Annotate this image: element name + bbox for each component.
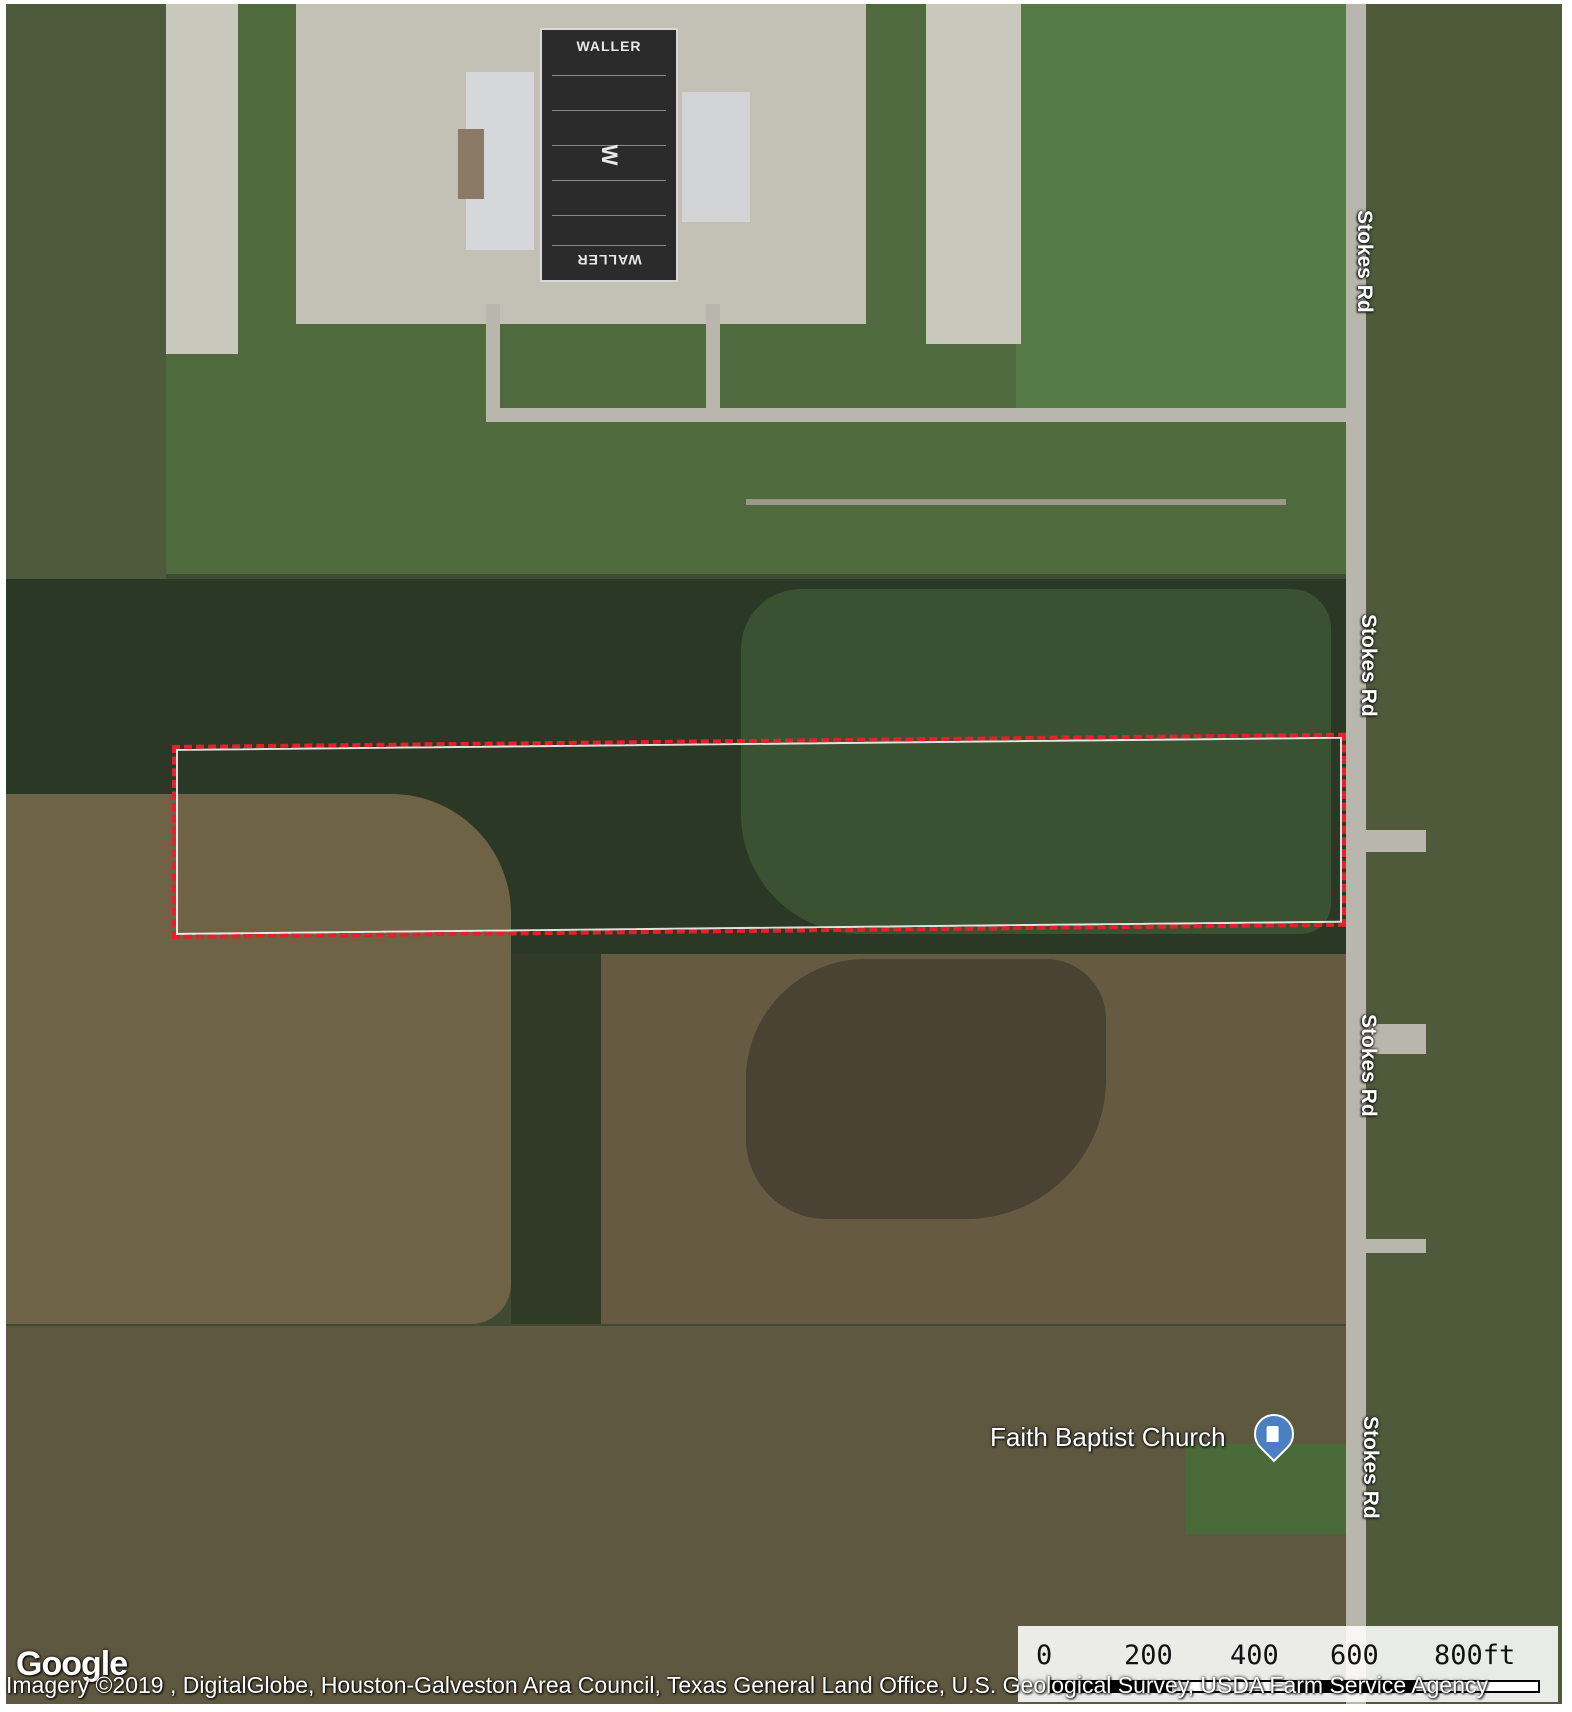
stadium-walk-west <box>486 304 500 422</box>
detention-channel <box>746 499 1286 505</box>
yard-line <box>552 145 666 146</box>
press-box <box>458 129 484 199</box>
midfield-logo: W <box>597 144 622 166</box>
scale-segment <box>1294 1682 1416 1691</box>
scale-bar: 0 200 400 600 800ft <box>1018 1626 1558 1702</box>
poi-label[interactable]: Faith Baptist Church <box>990 1422 1226 1452</box>
parking-lot-east <box>926 4 1021 344</box>
satellite-map[interactable]: WALLER W WALLER Stokes Rd Stokes Rd Stok… <box>6 4 1562 1704</box>
road-label-stokes-rd: Stokes Rd <box>1359 1416 1382 1519</box>
scale-tick-label: 800ft <box>1434 1640 1516 1671</box>
stands-east <box>682 92 750 222</box>
road-label-stokes-rd: Stokes Rd <box>1357 1014 1380 1117</box>
stokes-rd[interactable] <box>1346 4 1366 1704</box>
end-zone-text-top: WALLER <box>576 38 642 54</box>
church-lot <box>1186 1444 1346 1534</box>
yard-line <box>552 180 666 181</box>
driveway <box>1366 1239 1426 1253</box>
scale-tick-label: 400 <box>1230 1640 1279 1671</box>
scale-segment <box>1050 1682 1172 1691</box>
yard-line <box>552 75 666 76</box>
tree-strip <box>511 954 601 1324</box>
map-attribution: Imagery ©2019 , DigitalGlobe, Houston-Ga… <box>6 1672 1488 1698</box>
google-logo: Google <box>16 1645 128 1683</box>
road-label-stokes-rd: Stokes Rd <box>1357 614 1380 717</box>
driveway <box>1366 830 1426 852</box>
stadium-walk-east <box>706 304 720 422</box>
field-west-tan <box>6 794 511 1324</box>
strip-east-of-road <box>1366 4 1562 1704</box>
football-field: WALLER W WALLER <box>540 28 678 282</box>
farmland-top-left <box>6 4 166 579</box>
brush-patch <box>746 959 1106 1219</box>
parcel-boundary[interactable] <box>172 732 1346 939</box>
yard-line <box>552 215 666 216</box>
scale-tick-label: 0 <box>1036 1640 1053 1671</box>
road-label-stokes-rd: Stokes Rd <box>1353 210 1376 313</box>
driveway <box>1366 1024 1426 1054</box>
yard-line <box>552 110 666 111</box>
yard-line <box>552 245 666 246</box>
scale-tick-label: 600 <box>1330 1640 1379 1671</box>
stadium-drive <box>486 408 1346 422</box>
end-zone-text-bottom: WALLER <box>576 252 642 268</box>
scale-tick-label: 200 <box>1124 1640 1173 1671</box>
parking-lot-west <box>166 4 238 354</box>
scale-ruler <box>1048 1680 1540 1693</box>
grass-east-field <box>1016 4 1346 414</box>
open-meadow <box>741 589 1331 934</box>
